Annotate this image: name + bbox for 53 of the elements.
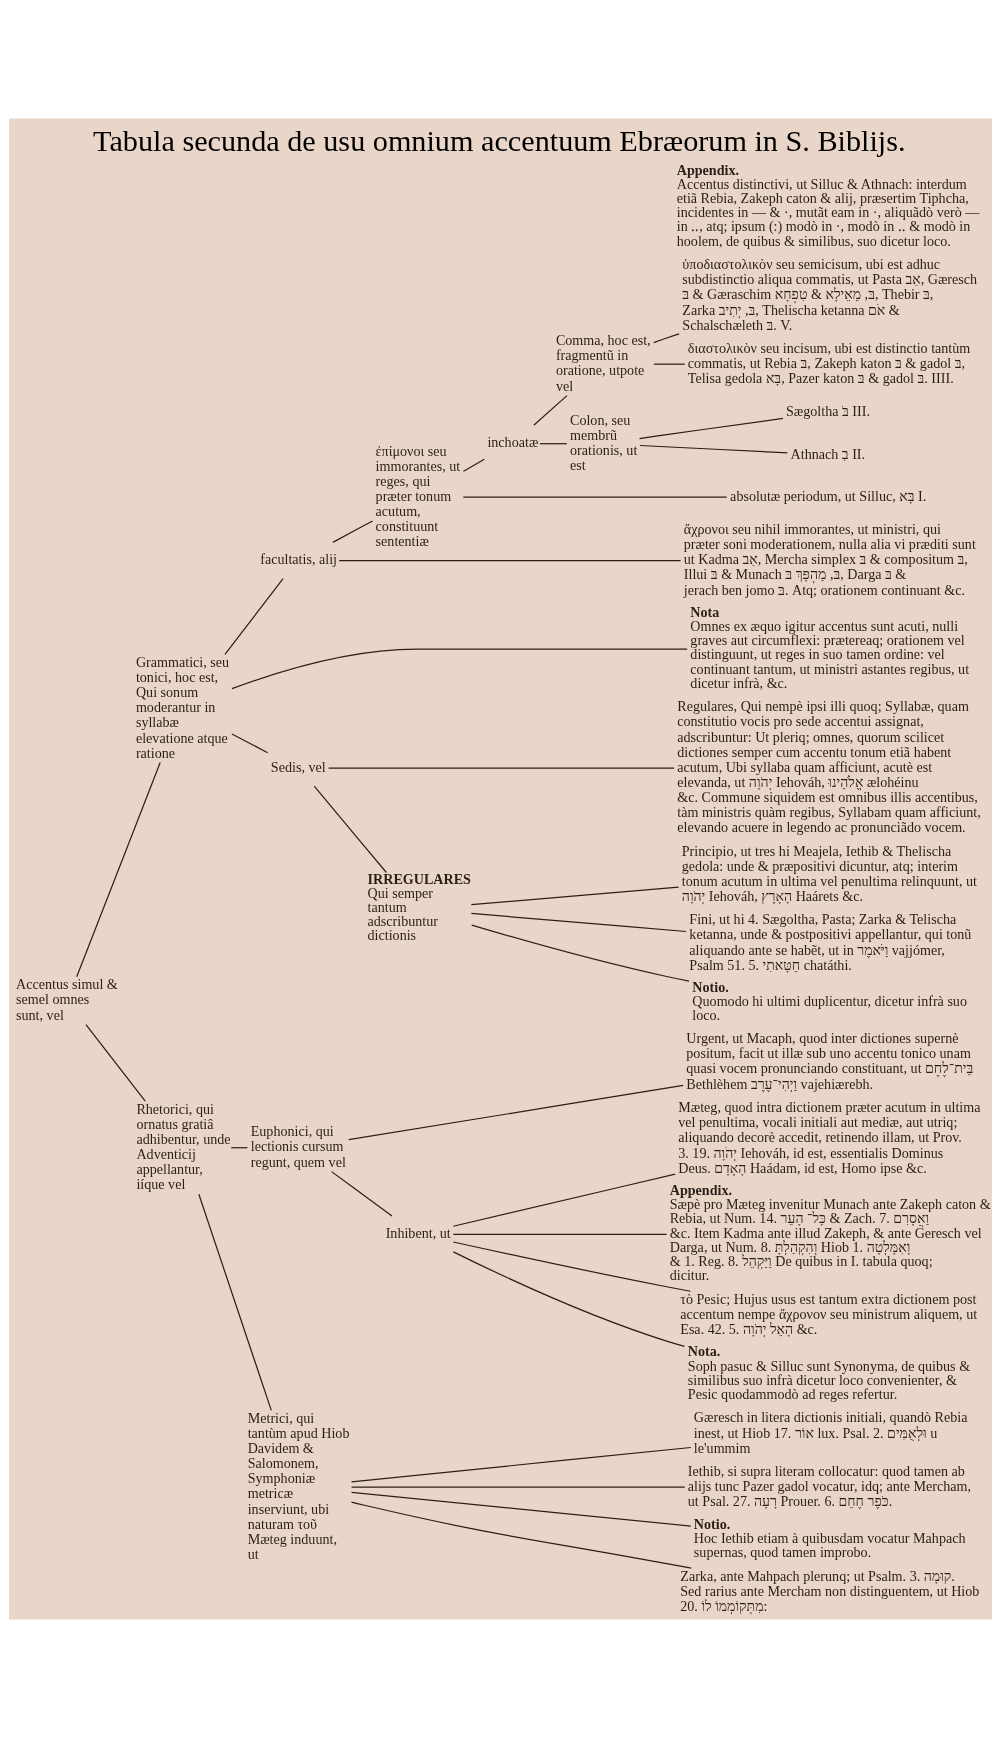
node-text: ἐπίμονοι seu immorantes, ut reges, qui præter tonum acutum, constituunt sententiæ <box>375 442 460 549</box>
connector <box>327 766 675 769</box>
node-text: Appendix. Accentus distinctivi, ut Silluc & Athnach: interdum etiã Rebia, Zakeph caton & alij, præsertim Tiphcha, incidentes in — & ·, mutãt eam in ·, aliquãdò verò — in ‥, atq; ipsum (:) modò in ·, modò in ‥ & modò in hoolem, de quibus & similibus, suo dicetur loco. <box>676 161 979 249</box>
connector <box>197 1193 272 1411</box>
connector <box>452 1250 685 1347</box>
node-text: Comma, hoc est, fragmentũ in oratione, utpote vel <box>555 331 651 394</box>
node-text: IRREGULARES Qui semper tantum adscribuntur dictionis <box>367 870 471 943</box>
connector <box>652 363 685 365</box>
connector <box>470 912 687 932</box>
node-text: Sægoltha בֹּ III. <box>785 402 870 419</box>
diagram-title: Tabula secunda de usu omnium accentuum Ebræorum in S. Biblijs. <box>92 123 906 158</box>
connector <box>313 785 387 873</box>
connector <box>230 648 688 689</box>
connector <box>538 442 568 444</box>
connector <box>338 559 681 561</box>
node-text: Colon, seu membrũ orationis, ut est <box>569 411 637 473</box>
connector <box>350 1486 685 1488</box>
connector <box>350 1491 691 1527</box>
node-text: Notio. Hoc Iethib etiam à quibusdam vocatur Mahpach supernas, quod tamen improbo. <box>693 1515 965 1560</box>
node-text: absolutæ periodum, ut Silluc, בָּא I. <box>729 487 926 504</box>
connector <box>532 394 568 426</box>
connector <box>330 1170 393 1217</box>
connector <box>462 496 727 498</box>
connector <box>75 761 161 977</box>
node-text: Euphonici, qui lectionis cursum regunt, quem vel <box>250 1122 346 1170</box>
connector <box>223 577 284 655</box>
connector <box>350 1500 692 1569</box>
connector <box>452 1173 676 1227</box>
connector <box>470 924 690 982</box>
node-text: facultatis, alij <box>259 550 337 567</box>
connector <box>638 444 788 453</box>
connector <box>452 1233 667 1235</box>
node-text: Notio. Quomodo hi ultimi duplicentur, dicetur infrà suo loco. <box>691 978 967 1023</box>
node-text: Metrici, qui tantùm apud Hiob Davidem & Salomonem, Symphoniæ metricæ inserviunt, ubi naturam τοῦ Mæteg induunt, ut <box>247 1409 349 1562</box>
connector <box>331 519 373 543</box>
node-text: Nota. Soph pasuc & Silluc sunt Synonyma, de quibus & similibus suo infrà dicetur loco convenienter, & Pesic quodammodò ad reges refertur. <box>687 1342 970 1402</box>
node-text: inchoatæ <box>486 433 538 450</box>
connector <box>470 886 679 905</box>
node-text: Athnach בֽ II. <box>790 445 865 462</box>
node-text: Sedis, vel <box>270 758 326 775</box>
connector <box>350 1446 691 1482</box>
connector <box>462 458 485 472</box>
connector <box>84 1023 146 1102</box>
node-text: Inhibent, ut <box>385 1224 451 1241</box>
connector <box>452 1240 691 1292</box>
node-text: Nota Omnes ex æquo igitur accentus sunt acuti, nulli graves aut circumflexi: prætereaq; orationem vel distinguunt, ut reges in suo tamen ordine: vel continuant tantum, ut ministri astantes regibus, ut dicetur infrà, &c. <box>689 603 969 691</box>
node-text: Accentus simul & semel omnes sunt, vel <box>15 975 118 1023</box>
connector <box>347 1084 684 1140</box>
connector <box>652 332 680 343</box>
node-text: Rhetorici, qui ornatus gratiâ adhibentur, unde Adventicij appellantur, iíque vel <box>135 1100 231 1192</box>
node-text: Grammatici, seu tonici, hoc est, Qui sonum moderantur in syllabæ elevatione atque ratione <box>135 653 229 761</box>
connector <box>230 732 268 753</box>
connector <box>638 417 784 439</box>
